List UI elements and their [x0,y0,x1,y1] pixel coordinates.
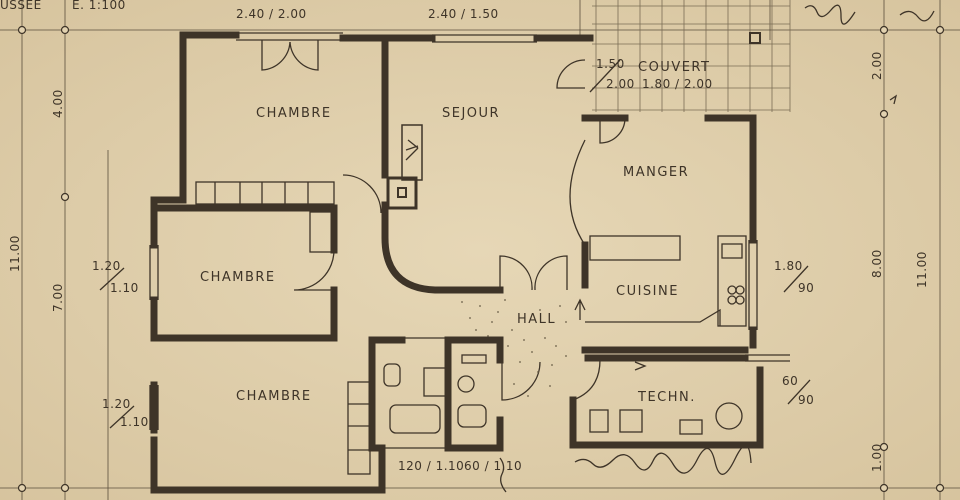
dim-left-lower: 7.00 [51,283,65,312]
header-scale: E. 1:100 [72,0,126,12]
room-hall: HALL [517,312,556,327]
opening-right-mid-bottom: 90 [798,281,814,295]
opening-top-left: 2.40 / 2.00 [236,7,307,21]
couvert-tiles [592,0,791,112]
room-manger: MANGER [623,165,689,180]
opening-right-low-bottom: 90 [798,393,814,407]
dim-right-mid: 8.00 [870,249,884,278]
dim-left-upper: 4.00 [51,89,65,118]
room-sejour: SEJOUR [442,106,500,121]
doors [261,40,626,401]
opening-left-mid-top: 1.20 [92,259,121,273]
room-chambre-top: CHAMBRE [256,106,332,121]
landscape-sketch [499,4,935,493]
opening-left-mid-bottom: 1.10 [110,281,139,295]
couvert-post [749,32,761,44]
opening-right-low-top: 60 [782,374,798,388]
dim-right-lower: 1.00 [870,443,884,472]
room-chambre-mid: CHAMBRE [200,270,276,285]
opening-bottom-b: 60 / 1.10 [464,459,522,473]
dim-right-total: 11.00 [915,251,929,288]
hall-stipple [461,299,567,397]
kitchen-fixtures [585,235,747,371]
room-cuisine: CUISINE [616,284,679,299]
opening-couvert-b: 1.80 / 2.00 [642,77,713,91]
room-chambre-bottom: CHAMBRE [236,389,312,404]
dim-left-total: 11.00 [8,235,22,272]
built-in-cabinets [195,181,371,475]
opening-right-mid-top: 1.80 [774,259,803,273]
opening-bottom-a: 120 / 1.10 [398,459,464,473]
opening-couvert-a-top: 1.50 [596,57,625,71]
windows [149,32,790,449]
opening-left-low-top: 1.20 [102,397,131,411]
opening-top-right: 2.40 / 1.50 [428,7,499,21]
header-title: USSEE [0,0,42,12]
room-techn: TECHN. [637,390,696,405]
walls [150,31,764,494]
dim-right-upper: 2.00 [870,51,884,80]
opening-couvert-a-bottom: 2.00 [606,77,635,91]
techn-fixtures [589,402,743,435]
bathroom-fixtures [383,354,487,434]
room-couvert: COUVERT [638,60,710,75]
opening-left-low-bottom: 1.10 [120,415,149,429]
